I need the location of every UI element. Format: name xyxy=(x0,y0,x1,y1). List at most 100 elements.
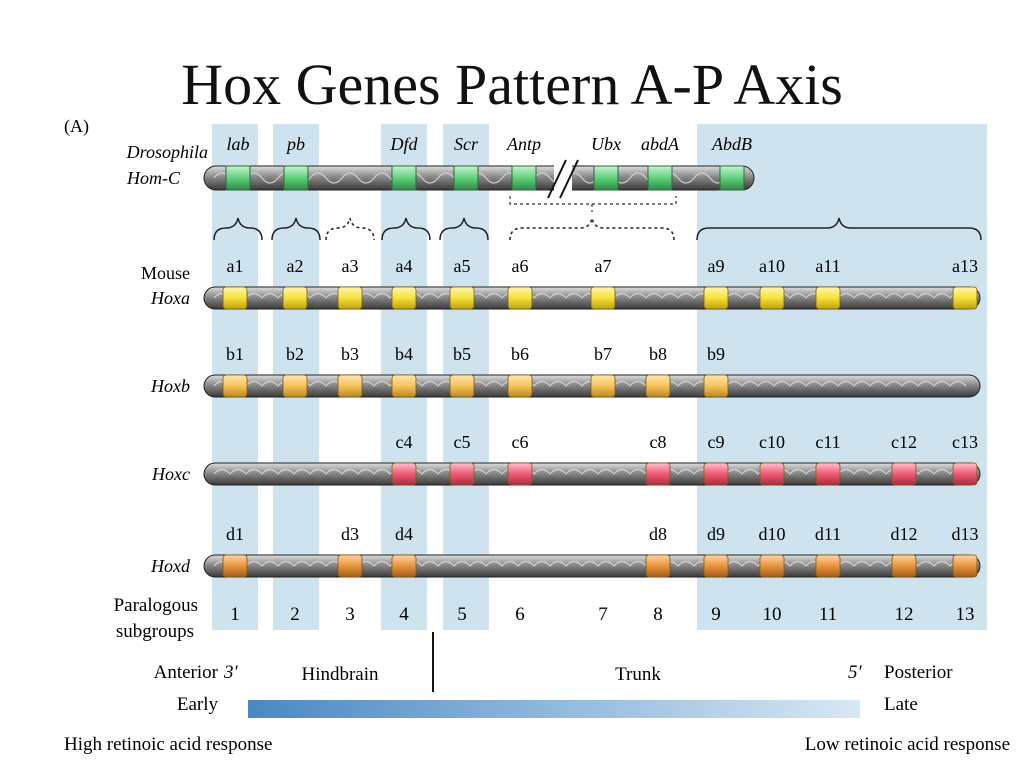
gene-label-scr: Scr xyxy=(454,134,479,154)
low-ra-label: Low retinoic acid response xyxy=(805,734,1010,755)
gene-label-a4: a4 xyxy=(396,256,413,276)
gene-label-a2: a2 xyxy=(287,256,304,276)
gene-label-b1: b1 xyxy=(226,344,244,364)
gene-a5 xyxy=(449,286,475,310)
late-label: Late xyxy=(884,694,918,715)
gene-d4 xyxy=(391,554,417,578)
paralog-number-10: 10 xyxy=(763,604,782,625)
gene-c10 xyxy=(759,462,785,486)
gene-label-c4: c4 xyxy=(396,432,413,452)
slide-title: Hox Genes Pattern A-P Axis xyxy=(181,52,843,117)
posterior-label: Posterior xyxy=(884,662,953,683)
gene-a1 xyxy=(222,286,248,310)
gene-label-dfd: Dfd xyxy=(390,134,419,154)
high-ra-label: High retinoic acid response xyxy=(64,734,272,755)
gene-label-d9: d9 xyxy=(707,524,725,544)
paralogous-label-1: Paralogous xyxy=(114,595,198,616)
gene-label-abdb: AbdB xyxy=(711,134,752,154)
gene-label-c12: c12 xyxy=(891,432,917,452)
paralog-number-3: 3 xyxy=(345,604,355,625)
gene-label-d12: d12 xyxy=(891,524,918,544)
gene-a11 xyxy=(815,286,841,310)
gene-b5 xyxy=(449,374,475,398)
gene-d12 xyxy=(891,554,917,578)
gene-a2 xyxy=(282,286,308,310)
gene-a13 xyxy=(952,286,978,310)
gene-d9 xyxy=(703,554,729,578)
chromosome-hoxc xyxy=(203,462,981,486)
gene-c5 xyxy=(449,462,475,486)
gene-label-d1: d1 xyxy=(226,524,244,544)
paralog-number-1: 1 xyxy=(230,604,240,625)
gene-b6 xyxy=(507,374,533,398)
gene-antp xyxy=(511,165,537,191)
gene-c11 xyxy=(815,462,841,486)
gene-dfd xyxy=(391,165,417,191)
gene-ubx xyxy=(593,165,619,191)
gene-label-b8: b8 xyxy=(649,344,667,364)
gene-label-a9: a9 xyxy=(708,256,725,276)
gene-label-a10: a10 xyxy=(759,256,785,276)
anterior-label: Anterior xyxy=(154,662,219,683)
gene-c8 xyxy=(645,462,671,486)
gene-label-abda: abdA xyxy=(641,134,680,154)
gene-d1 xyxy=(222,554,248,578)
gene-label-b6: b6 xyxy=(511,344,529,364)
paralog-number-5: 5 xyxy=(457,604,467,625)
gene-label-a13: a13 xyxy=(952,256,978,276)
gene-label-a3: a3 xyxy=(342,256,359,276)
gene-abdb xyxy=(719,165,745,191)
gene-b8 xyxy=(645,374,671,398)
gene-lab xyxy=(225,165,251,191)
gene-label-c5: c5 xyxy=(454,432,471,452)
gene-b1 xyxy=(222,374,248,398)
gene-d8 xyxy=(645,554,671,578)
paralog-number-7: 7 xyxy=(598,604,608,625)
panel-label: (A) xyxy=(64,116,89,137)
gene-label-d13: d13 xyxy=(952,524,979,544)
gene-a4 xyxy=(391,286,417,310)
early-label: Early xyxy=(177,694,219,715)
gene-label-b2: b2 xyxy=(286,344,304,364)
gene-label-d11: d11 xyxy=(815,524,841,544)
gene-a6 xyxy=(507,286,533,310)
gene-b2 xyxy=(282,374,308,398)
paralog-number-2: 2 xyxy=(290,604,300,625)
gene-label-a5: a5 xyxy=(454,256,471,276)
gene-label-b3: b3 xyxy=(341,344,359,364)
gene-label-d3: d3 xyxy=(341,524,359,544)
chromosome-hoxd xyxy=(203,554,981,578)
gene-label-lab: lab xyxy=(226,134,249,154)
homology-braces xyxy=(213,217,982,241)
five-prime-label: 5′ xyxy=(848,662,863,683)
gene-abda xyxy=(647,165,673,191)
gene-c12 xyxy=(891,462,917,486)
drosophila-label: Drosophila xyxy=(126,142,208,162)
gene-label-a11: a11 xyxy=(815,256,840,276)
gene-label-d10: d10 xyxy=(759,524,786,544)
paralogous-label-2: subgroups xyxy=(116,621,194,642)
gene-d11 xyxy=(815,554,841,578)
cluster-name-hoxc: Hoxc xyxy=(151,464,190,484)
paralog-number-8: 8 xyxy=(653,604,663,625)
gene-label-d8: d8 xyxy=(649,524,667,544)
gene-label-a6: a6 xyxy=(512,256,529,276)
antp-ubx-bracket xyxy=(509,196,677,212)
gene-label-b9: b9 xyxy=(707,344,725,364)
cluster-name-hoxd: Hoxd xyxy=(150,556,191,576)
paralog-number-9: 9 xyxy=(711,604,721,625)
gene-label-c8: c8 xyxy=(650,432,667,452)
retinoic-acid-gradient-bar xyxy=(248,700,860,718)
gene-c6 xyxy=(507,462,533,486)
paralog-number-4: 4 xyxy=(399,604,409,625)
gene-label-c13: c13 xyxy=(952,432,978,452)
gene-label-pb: pb xyxy=(285,134,305,154)
gene-a3 xyxy=(337,286,363,310)
gene-label-ubx: Ubx xyxy=(591,134,621,154)
gene-label-c6: c6 xyxy=(512,432,529,452)
